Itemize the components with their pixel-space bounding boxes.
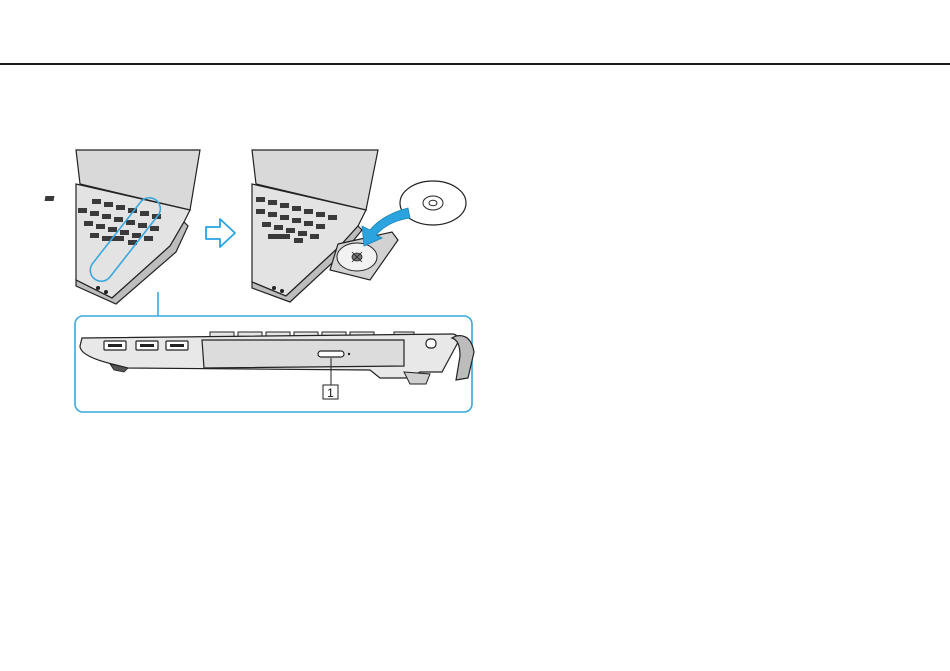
laptop-illustration-left bbox=[45, 150, 200, 304]
callout-1-label: 1 bbox=[327, 386, 334, 400]
disc-drive-eject-button bbox=[318, 351, 344, 357]
hollow-right-arrow-icon bbox=[206, 219, 235, 247]
